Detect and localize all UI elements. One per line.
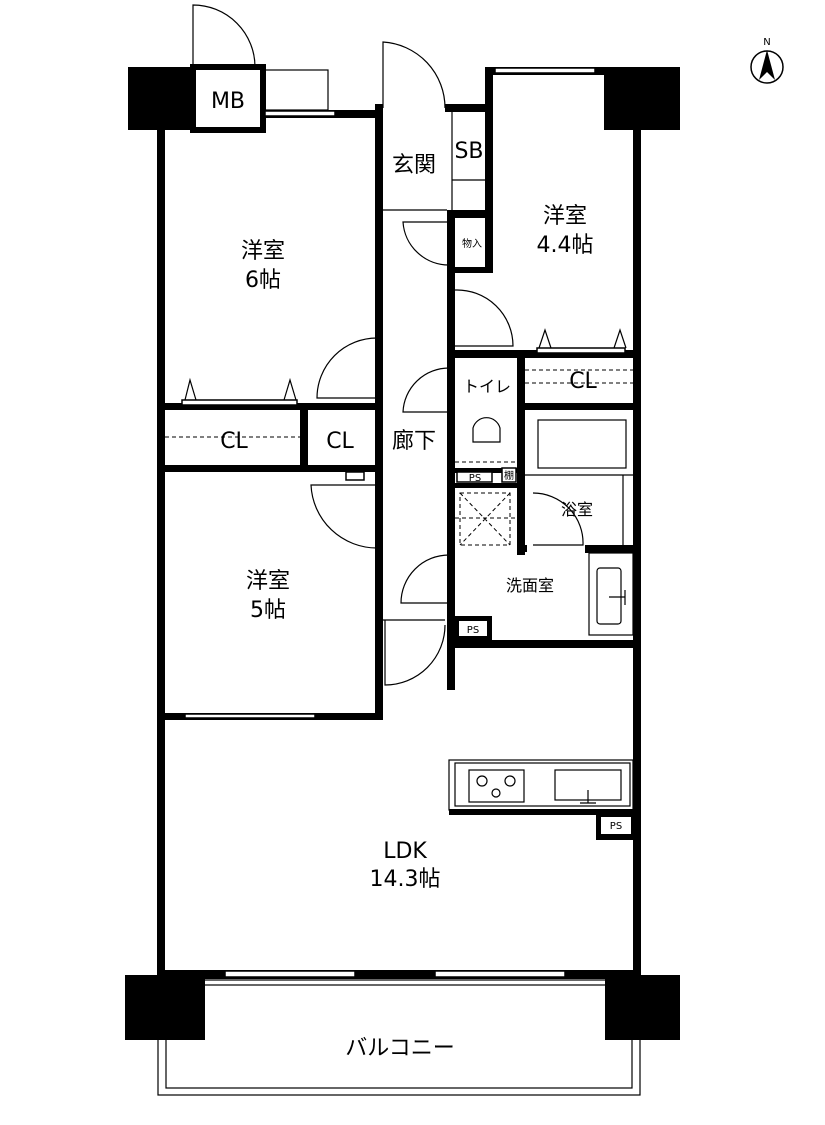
storage-door[interactable] — [402, 221, 450, 266]
bedroom-west-door[interactable] — [316, 337, 378, 399]
ldk-size: 14.3帖 — [370, 867, 441, 892]
bedroom-east-door[interactable] — [454, 289, 514, 347]
bedroom-west-size: 6帖 — [245, 268, 281, 293]
bath-top-wall — [525, 403, 641, 410]
ps-toilet-box — [456, 471, 493, 483]
closet-west-bottom-wall — [165, 465, 377, 472]
burner-icon — [476, 775, 488, 787]
entrance-label: 玄関 — [392, 153, 436, 178]
south-wall — [157, 970, 641, 979]
mb-label: MB — [211, 89, 245, 114]
column-nw — [128, 67, 193, 130]
column-ne — [604, 67, 680, 130]
closet-east-markers — [538, 328, 627, 349]
closet-east-doors[interactable] — [536, 347, 626, 354]
burner-icon — [504, 775, 516, 787]
mb-door-swing[interactable] — [192, 4, 256, 68]
bedroom-south-size: 5帖 — [250, 598, 286, 623]
west-wall — [157, 70, 165, 975]
closet-west-large-label: CL — [220, 429, 248, 454]
window-west-bedroom[interactable] — [264, 110, 336, 117]
washroom-bottom-wall — [447, 640, 641, 648]
stove-icon — [468, 769, 525, 803]
closet-west-top-wall — [165, 403, 377, 410]
shelf-label: 棚 — [504, 469, 514, 482]
vanity — [588, 552, 634, 636]
toilet-door[interactable] — [402, 367, 450, 413]
washing-machine-pan-cross — [455, 492, 517, 546]
entrance-door-opening — [383, 104, 445, 112]
washroom-label: 洗面室 — [506, 576, 554, 595]
closet-small-door[interactable] — [345, 471, 365, 481]
east-wall — [633, 70, 641, 975]
laundry-top-wall — [455, 483, 517, 488]
faucet-icon — [609, 590, 626, 605]
bedroom-west-name: 洋室 — [241, 239, 285, 264]
closet-west-doors[interactable] — [181, 399, 298, 406]
column-se — [605, 975, 680, 1040]
entrance-door[interactable] — [382, 41, 446, 109]
kitchen-counter-inner — [454, 762, 631, 807]
bathtub — [537, 419, 627, 469]
window-east-bedroom[interactable] — [494, 67, 596, 74]
sb-label: SB — [454, 139, 483, 164]
basin-icon — [596, 567, 622, 625]
washroom-door[interactable] — [400, 554, 450, 604]
kitchen-back-wall — [449, 809, 634, 815]
washing-machine-pan — [459, 492, 511, 546]
storage-bottom-wall — [447, 267, 493, 273]
closet-east-label: CL — [569, 369, 597, 394]
storage-label: 物入 — [462, 237, 482, 250]
bedroom-south-name: 洋室 — [246, 569, 290, 594]
ldk-window-west[interactable] — [224, 970, 356, 978]
burner-icon — [491, 788, 501, 798]
ps-washroom-label: PS — [467, 625, 479, 636]
hallway-south-stub — [375, 610, 383, 720]
bedroom-east-size: 4.4帖 — [537, 233, 594, 258]
bedroom-east-name: 洋室 — [543, 204, 587, 229]
compass-label: N — [763, 37, 770, 48]
bathroom-label: 浴室 — [561, 500, 593, 519]
column-sw — [125, 975, 205, 1040]
hallway-east-wall — [447, 215, 455, 690]
toilet-bowl-icon — [472, 417, 501, 443]
ldk-window-east[interactable] — [434, 970, 566, 978]
ps-toilet-label: PS — [469, 473, 481, 484]
ps-kitchen-box — [601, 817, 631, 834]
kitchen-faucet-icon — [580, 790, 596, 804]
ldk-door[interactable] — [383, 619, 446, 686]
east-bedroom-jog — [485, 67, 493, 112]
bath-wall-stub-w — [517, 545, 527, 552]
north-arrow-icon: N — [750, 37, 784, 84]
sb-east-wall — [485, 110, 493, 270]
ps-washroom-box — [459, 621, 487, 636]
closet-west-small-label: CL — [326, 429, 354, 454]
toilet-bottom-wall — [455, 468, 517, 473]
ldk-name: LDK — [383, 839, 427, 864]
bath-bottom-wall — [585, 545, 641, 553]
bedroom-south-sliding-door[interactable] — [184, 713, 316, 719]
bathroom-door[interactable] — [532, 492, 584, 546]
closet-door-markers — [184, 377, 297, 401]
mb-alcove — [262, 69, 329, 111]
hallway-west-wall — [375, 110, 383, 610]
toilet-east-wall — [517, 350, 525, 555]
closet-east-top-wall — [447, 350, 641, 358]
ps-kitchen-label: PS — [610, 821, 622, 832]
storage-top-wall — [447, 210, 493, 218]
balcony-label: バルコニー — [345, 1036, 455, 1061]
closet-partition — [300, 403, 308, 472]
hallway-label: 廊下 — [392, 429, 436, 454]
bedroom-south-door[interactable] — [310, 484, 378, 549]
shelf-box — [501, 467, 517, 483]
toilet-label: トイレ — [463, 377, 511, 396]
